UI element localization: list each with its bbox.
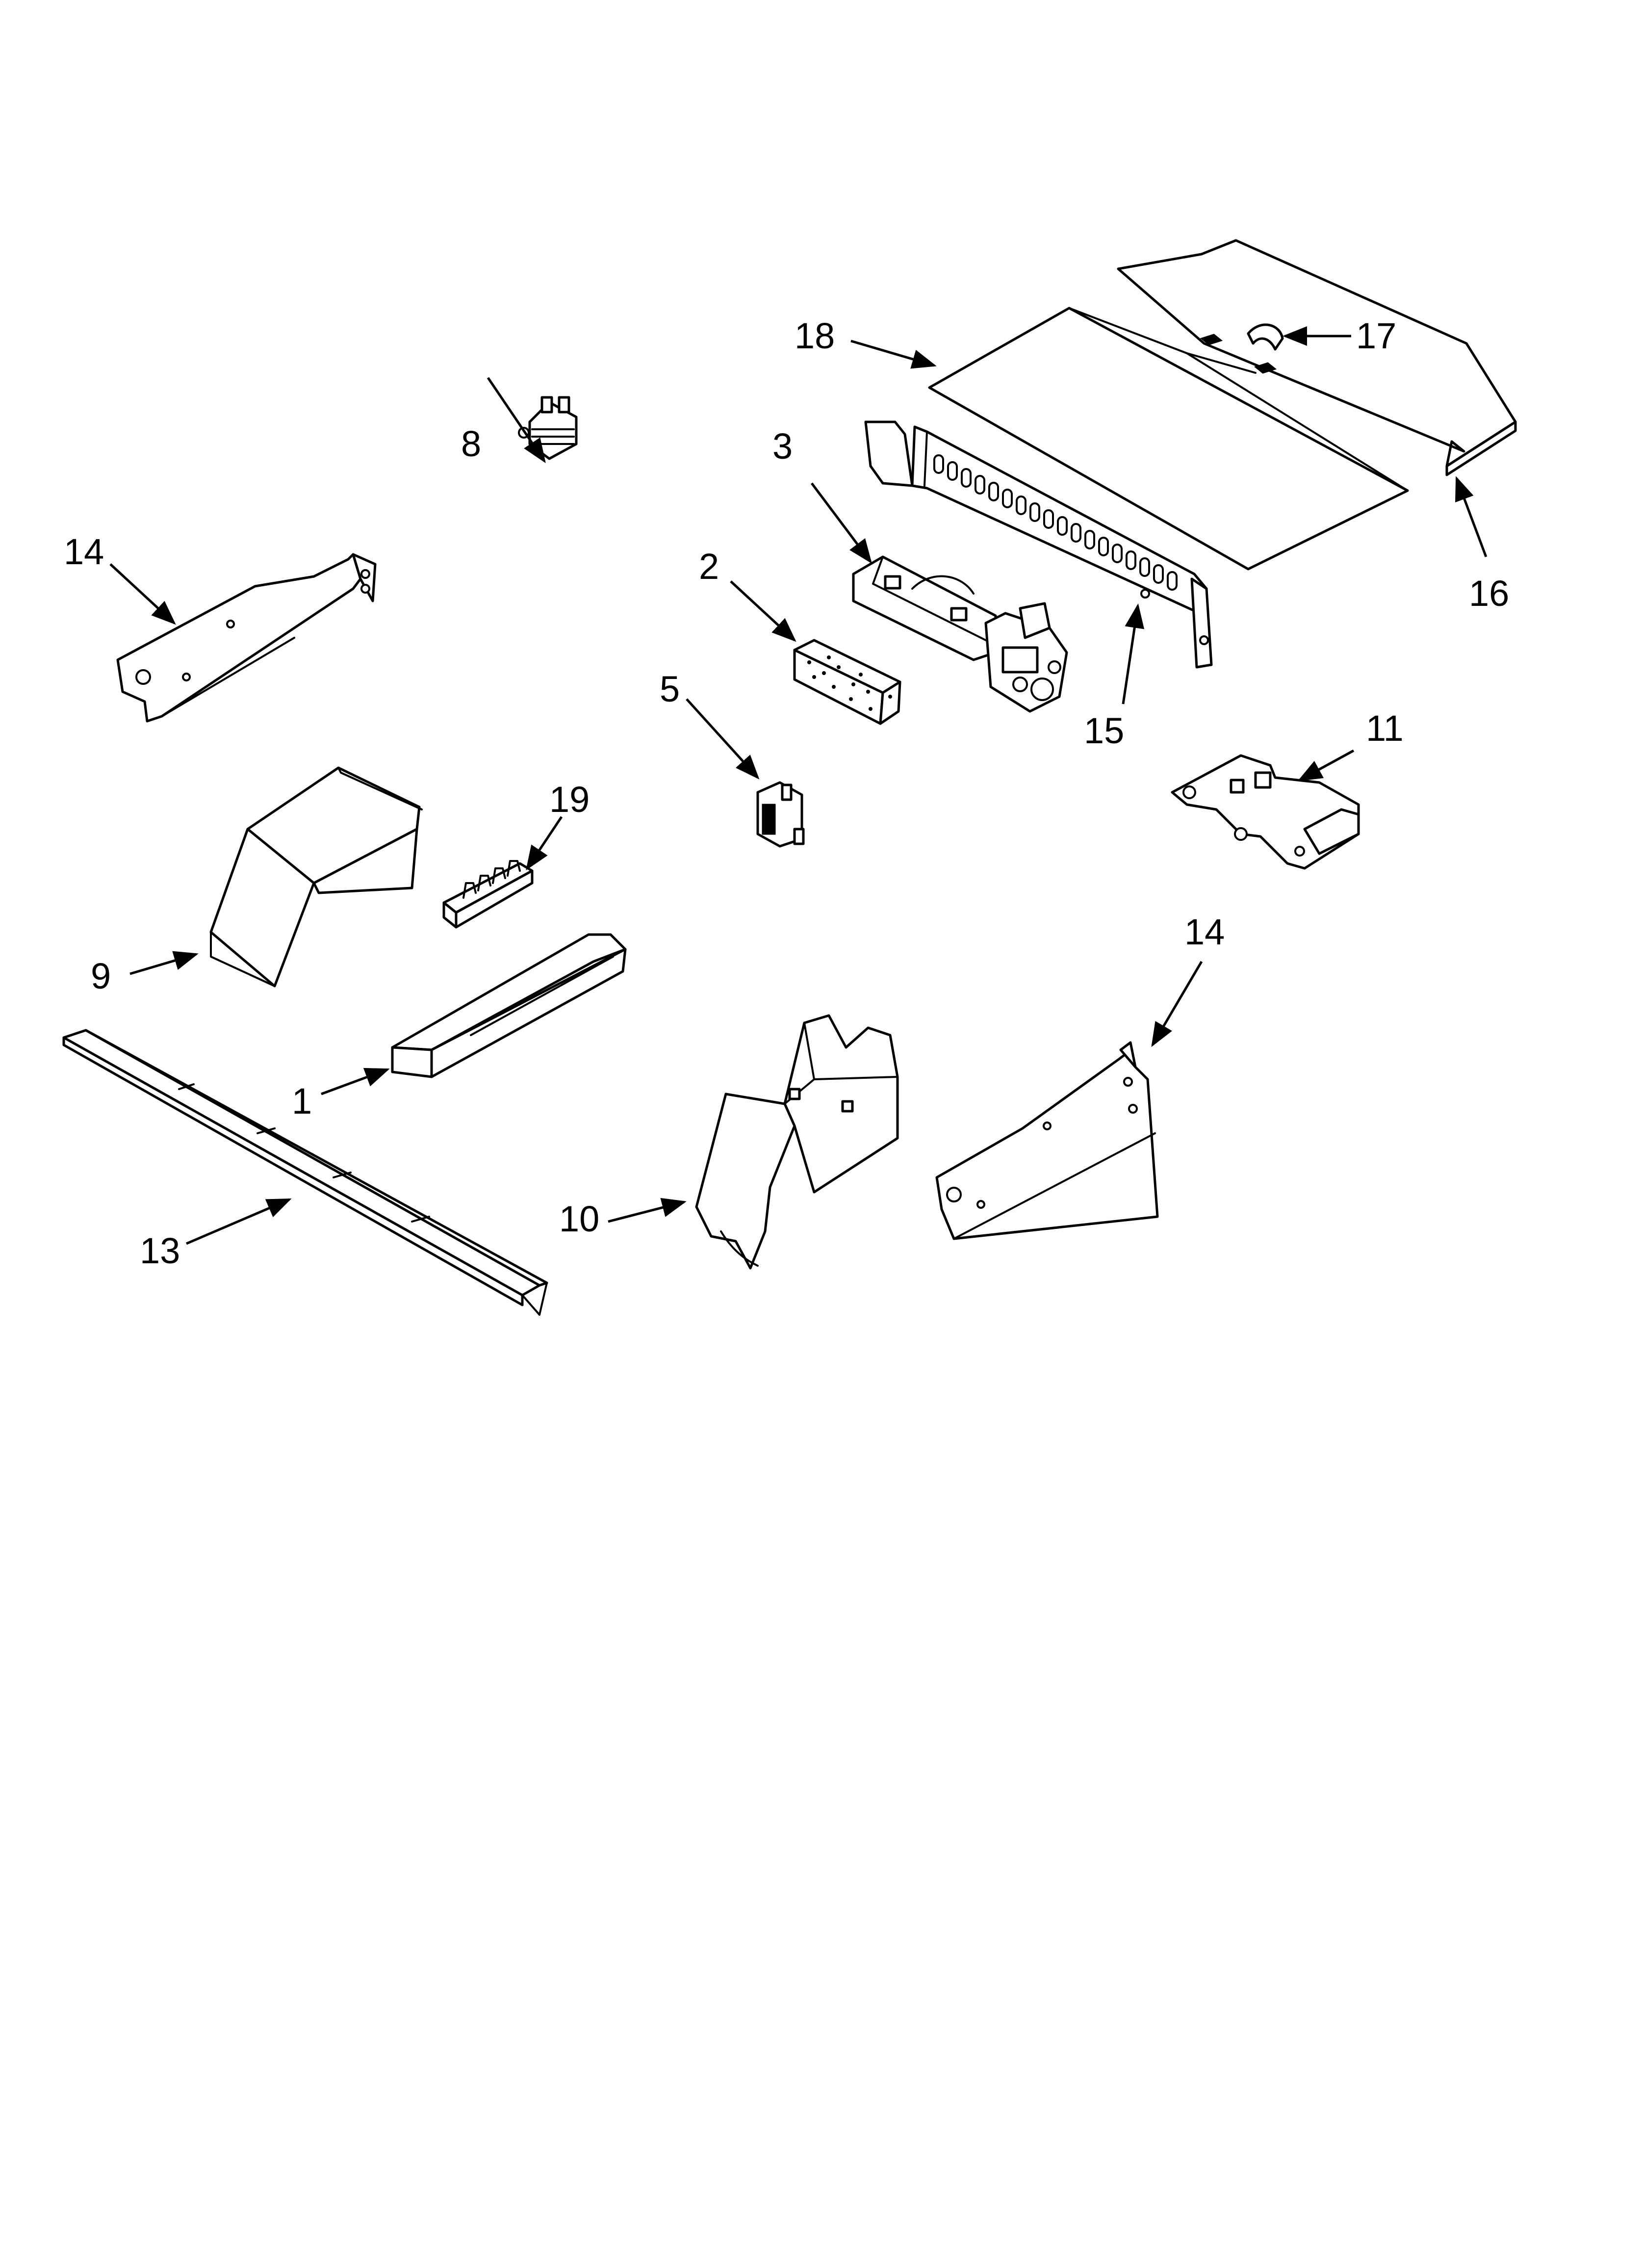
part-1-panel-strip bbox=[391, 933, 627, 1078]
part-8-transformer bbox=[518, 396, 578, 460]
part-14-right-side-bracket bbox=[935, 1041, 1159, 1240]
leader-lines bbox=[109, 326, 1488, 1245]
leader-13 bbox=[186, 1198, 292, 1245]
callout-13: 13 bbox=[140, 1230, 180, 1271]
callout-16: 16 bbox=[1469, 573, 1509, 614]
leader-19 bbox=[526, 816, 563, 871]
part-13-long-rail bbox=[62, 1029, 548, 1316]
part-5-switch bbox=[756, 781, 805, 848]
leader-5 bbox=[686, 698, 760, 780]
leader-15 bbox=[1122, 603, 1145, 704]
callout-14-left: 14 bbox=[64, 531, 104, 572]
part-10-lower-duct bbox=[695, 1014, 899, 1270]
leader-1 bbox=[321, 1068, 390, 1095]
callout-9: 9 bbox=[91, 956, 111, 996]
leader-9 bbox=[129, 951, 199, 975]
callout-14-right: 14 bbox=[1184, 912, 1225, 952]
part-9-air-duct bbox=[209, 766, 423, 988]
part-16-rear-cover-panel bbox=[1117, 239, 1517, 476]
leader-18 bbox=[850, 339, 937, 369]
callout-11: 11 bbox=[1366, 708, 1404, 749]
leader-14-left bbox=[109, 563, 176, 625]
part-19-terminal-block bbox=[442, 860, 534, 929]
callout-3: 3 bbox=[772, 426, 793, 467]
part-18-top-cover-panel bbox=[928, 307, 1409, 571]
callout-15: 15 bbox=[1084, 710, 1124, 751]
callout-2: 2 bbox=[699, 546, 719, 587]
part-15-vented-bracket bbox=[864, 420, 1213, 669]
callout-1: 1 bbox=[292, 1081, 312, 1121]
callout-10: 10 bbox=[559, 1199, 599, 1239]
callout-5: 5 bbox=[660, 669, 680, 709]
part-2-insulation-block bbox=[793, 639, 901, 725]
part-11-bracket-plate bbox=[1171, 754, 1360, 870]
vent-slots bbox=[933, 454, 1178, 591]
leader-2 bbox=[730, 580, 796, 642]
leader-11 bbox=[1297, 749, 1355, 782]
leader-16 bbox=[1455, 476, 1488, 557]
leader-14-right bbox=[1151, 961, 1203, 1047]
texture-specks bbox=[807, 655, 892, 711]
leader-3 bbox=[811, 482, 872, 564]
part-3-latch-assembly bbox=[852, 555, 1068, 713]
callout-numbers: 18 17 16 3 8 14 2 15 11 5 19 9 14 1 13 1… bbox=[64, 315, 1509, 1271]
leader-8 bbox=[487, 377, 546, 464]
callout-19: 19 bbox=[549, 779, 590, 820]
callout-8: 8 bbox=[461, 423, 481, 464]
callout-18: 18 bbox=[795, 315, 835, 356]
callout-17: 17 bbox=[1356, 315, 1396, 356]
part-14-left-side-bracket bbox=[116, 553, 377, 723]
leader-10 bbox=[608, 1198, 687, 1223]
